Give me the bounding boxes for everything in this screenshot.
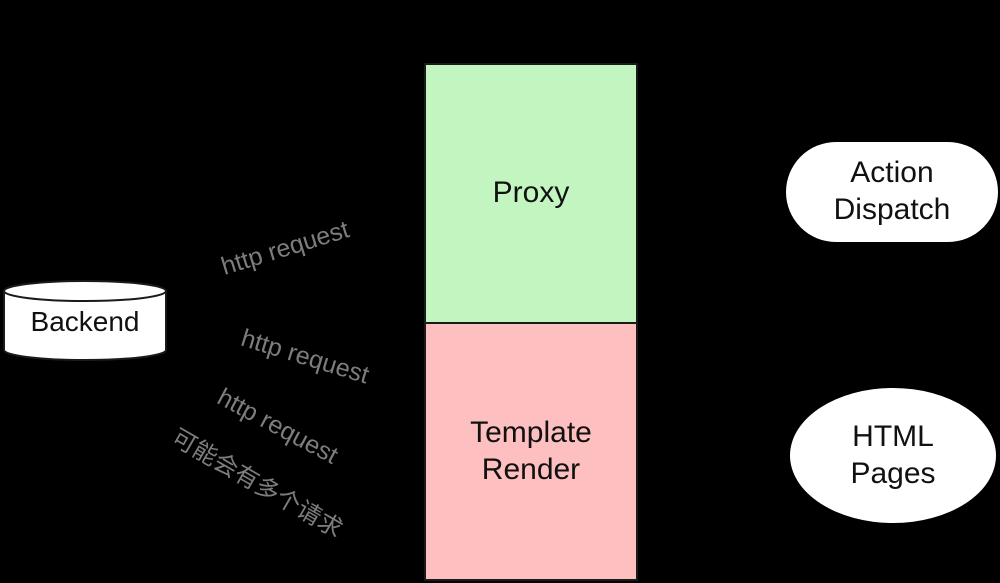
proxy-label: Proxy: [492, 176, 570, 210]
template-render-line1: Template: [470, 415, 592, 449]
http-request-label-2: http request: [237, 324, 373, 390]
action-dispatch-line1: Action: [850, 156, 934, 190]
action-dispatch-label: Action Dispatch: [834, 155, 951, 228]
http-request-label-1: http request: [218, 215, 353, 281]
html-pages-label: HTML Pages: [850, 419, 935, 492]
html-pages-line2: Pages: [850, 456, 936, 490]
template-render-line2: Render: [481, 452, 581, 486]
action-dispatch-node: Action Dispatch: [786, 142, 998, 242]
backend-label: Backend: [30, 306, 140, 337]
html-pages-line1: HTML: [852, 419, 934, 453]
action-dispatch-line2: Dispatch: [833, 193, 951, 226]
database-cylinder-icon: [3, 280, 167, 361]
template-render-label: Template Render: [470, 415, 592, 488]
html-pages-node: HTML Pages: [790, 388, 996, 523]
backend-database-node: Backend: [2, 280, 168, 362]
proxy-box: Proxy: [424, 63, 638, 324]
template-render-box: Template Render: [424, 322, 638, 581]
